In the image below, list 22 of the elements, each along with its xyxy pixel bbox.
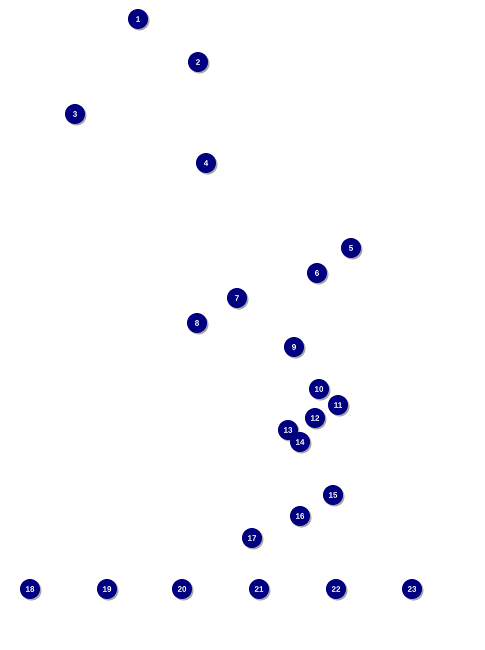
callout-number: 21 [249, 579, 270, 600]
callout-number: 14 [290, 432, 312, 454]
callout-number: 18 [20, 579, 42, 600]
callout-number: 3 [65, 104, 86, 126]
callout-number: 15 [323, 485, 344, 506]
callout-number: 1 [128, 9, 150, 30]
callout-number: 2 [188, 52, 210, 74]
callout-number: 6 [307, 263, 328, 284]
callout-number: 10 [309, 379, 330, 400]
callout-number: 11 [328, 395, 350, 416]
callout-number: 17 [242, 528, 264, 550]
callout-number: 4 [196, 153, 218, 174]
callout-number: 7 [227, 288, 248, 310]
callout-number: 5 [341, 238, 362, 260]
callout-number: 8 [187, 313, 208, 334]
callout-number: 22 [326, 579, 348, 600]
callout-number: 9 [284, 337, 306, 358]
callout-number: 20 [172, 579, 194, 600]
callout-number: 19 [97, 579, 118, 600]
callout-number: 16 [290, 506, 312, 528]
callout-number: 12 [305, 408, 326, 430]
callout-number: 23 [402, 579, 424, 600]
